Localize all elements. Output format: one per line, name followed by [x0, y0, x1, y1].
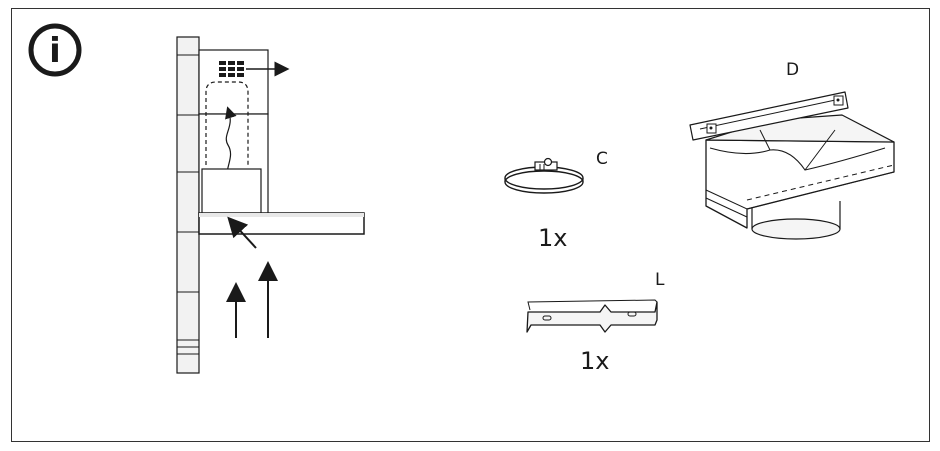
info-icon: i [28, 23, 82, 77]
intake-arrow-diagonal [227, 216, 257, 249]
clamp-quantity: 1x [538, 224, 568, 252]
vent-grille [219, 61, 244, 77]
deflector [689, 91, 895, 240]
panel-border [11, 8, 930, 442]
clamp-letter: C [596, 149, 608, 169]
info-symbol: i [49, 31, 61, 71]
bracket-quantity: 1x [580, 347, 610, 375]
mounting-bracket [526, 299, 658, 333]
internal-duct-dashed [205, 81, 249, 165]
wall [176, 36, 200, 374]
deflector-letter: D [786, 60, 800, 80]
hose-clamp [504, 157, 584, 194]
hood-canopy [198, 212, 365, 235]
bracket-letter: L [655, 270, 665, 290]
motor-box [201, 168, 262, 215]
